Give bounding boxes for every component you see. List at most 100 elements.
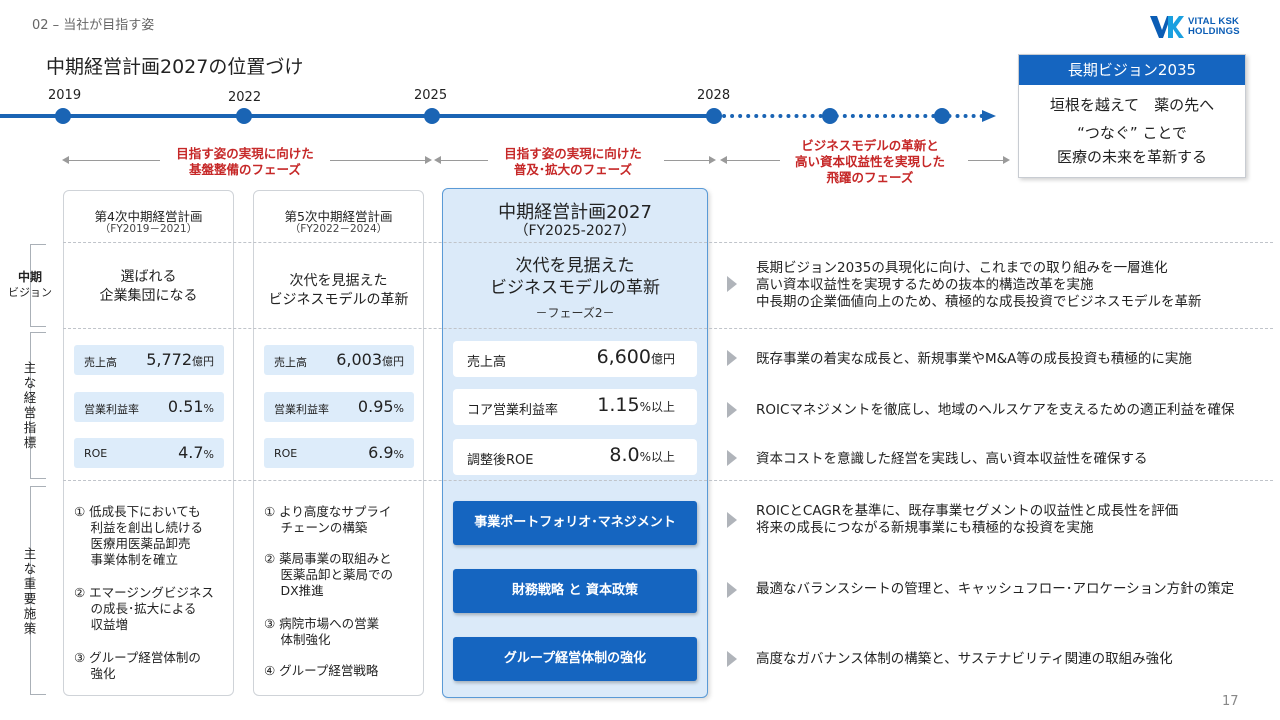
timeline-dot	[424, 108, 440, 124]
plan5-kpi-roe: ROE 6.9%	[264, 438, 414, 468]
plan5-initiative-2: ② 薬局事業の取組みと 医薬品卸と薬局での DX推進	[264, 551, 393, 598]
plan4-title: 第4次中期経営計画	[94, 209, 203, 224]
plan4-kpi-roe: ROE 4.7%	[74, 438, 224, 468]
timeline-dot	[822, 108, 838, 124]
phase-arrow-line	[664, 160, 710, 161]
phase-arrow-line	[968, 160, 1004, 161]
kpi-description-1: 既存事業の着実な成長と、新規事業やM&A等の成長投資も積極的に実施	[756, 351, 1192, 367]
company-logo: VITAL KSK HOLDINGS	[1150, 16, 1250, 38]
triangle-pointer-icon	[727, 402, 737, 418]
row-separator	[63, 480, 1273, 481]
arrow-left-icon	[62, 156, 69, 164]
initiative-description-1: ROICとCAGRを基準に、既存事業セグメントの収益性と成長性を評価将来の成長に…	[756, 503, 1179, 536]
year-2022: 2022	[228, 90, 262, 105]
phase-arrow-line	[726, 160, 780, 161]
group-management-button[interactable]: グループ経営体制の強化	[453, 637, 697, 681]
plan2027-title: 中期経営計画2027	[498, 202, 652, 223]
kpi-value: 6,600億円	[596, 346, 675, 368]
triangle-pointer-icon	[727, 276, 737, 292]
plan4-vision: 選ばれる企業集団になる	[99, 269, 198, 304]
plan5-title: 第5次中期経営計画	[284, 209, 393, 224]
plan2027-kpi-roe: 調整後ROE 8.0%以上	[453, 439, 697, 475]
row-separator	[63, 328, 1273, 329]
kpi-label: 売上高	[467, 355, 507, 370]
timeline-dot	[706, 108, 722, 124]
year-2028: 2028	[697, 88, 731, 103]
kpi-value: 6,003億円	[336, 350, 404, 369]
kpi-value: 1.15%以上	[597, 394, 675, 416]
row-label-initiatives: 主な重要施策	[23, 546, 37, 636]
row-bracket-tick	[30, 694, 46, 695]
row-bracket	[30, 332, 31, 478]
vision-description: 長期ビジョン2035の具現化に向け、これまでの取り組みを一層進化高い資本収益性を…	[756, 260, 1202, 310]
row-bracket-tick	[30, 326, 46, 327]
arrow-right-icon	[709, 156, 716, 164]
initiative-description-3: 高度なガバナンス体制の構築と、サステナビリティ関連の取組み強化	[756, 651, 1173, 667]
kpi-description-2: ROICマネジメントを徹底し、地域のヘルスケアを支えるための適正利益を確保	[756, 402, 1235, 418]
arrow-right-icon	[425, 156, 432, 164]
logo-text: VITAL KSK HOLDINGS	[1188, 16, 1240, 37]
plan2027-vision-phase: －フェーズ2－	[535, 306, 615, 320]
row-bracket-tick	[30, 244, 46, 245]
plan2027-vision: 次代を見据えたビジネスモデルの革新	[490, 256, 660, 298]
kpi-label: 売上高	[84, 356, 117, 369]
plan5-vision: 次代を見据えたビジネスモデルの革新	[268, 273, 409, 308]
row-label-vision: 中期 ビジョン	[8, 270, 52, 299]
kpi-value: 5,772億円	[146, 350, 214, 369]
timeline-line	[0, 114, 714, 118]
triangle-pointer-icon	[727, 651, 737, 667]
plan5-period: （FY2022－2024）	[289, 223, 388, 235]
financial-strategy-button[interactable]: 財務戦略 と 資本政策	[453, 569, 697, 613]
year-2019: 2019	[48, 88, 82, 103]
plan4-kpi-sales: 売上高 5,772億円	[74, 345, 224, 375]
kpi-value: 6.9%	[368, 443, 404, 462]
row-bracket-tick	[30, 486, 46, 487]
kpi-label: 営業利益率	[84, 403, 139, 416]
row-bracket	[30, 244, 31, 326]
plan5-initiative-4: ④ グループ経営戦略	[264, 663, 379, 678]
page-title: 中期経営計画2027の位置づけ	[46, 56, 304, 78]
plan2027-kpi-sales: 売上高 6,600億円	[453, 341, 697, 377]
kpi-value: 0.51%	[167, 397, 214, 416]
arrow-left-icon	[434, 156, 441, 164]
timeline-dotted-line	[714, 114, 984, 118]
vision-box-body: 垣根を越えて 薬の先へ “つなぐ” ことで 医療の未来を革新する	[1049, 96, 1215, 166]
plan4-period: （FY2019－2021）	[99, 223, 198, 235]
phase-arrow-line	[330, 160, 426, 161]
section-label: 02 – 当社が目指す姿	[32, 18, 155, 33]
long-term-vision-box: 長期ビジョン2035 垣根を越えて 薬の先へ “つなぐ” ことで 医療の未来を革…	[1018, 54, 1246, 178]
arrow-left-icon	[720, 156, 727, 164]
kpi-label: ROE	[84, 447, 108, 460]
kpi-value: 8.0%以上	[609, 444, 675, 466]
triangle-pointer-icon	[727, 512, 737, 528]
timeline-arrow-head-icon	[982, 110, 996, 122]
vision-box-title: 長期ビジョン2035	[1019, 55, 1245, 85]
plan5-kpi-sales: 売上高 6,003億円	[264, 345, 414, 375]
kpi-label: 調整後ROE	[467, 453, 534, 468]
business-portfolio-management-button[interactable]: 事業ポートフォリオ･マネジメント	[453, 501, 697, 545]
timeline-dot	[55, 108, 71, 124]
timeline-dot	[236, 108, 252, 124]
plan2027-kpi-margin: コア営業利益率 1.15%以上	[453, 389, 697, 425]
triangle-pointer-icon	[727, 450, 737, 466]
triangle-pointer-icon	[727, 582, 737, 598]
kpi-label: 営業利益率	[274, 403, 329, 416]
phase-label-leap: ビジネスモデルの革新と高い資本収益性を実現した飛躍のフェーズ	[794, 138, 945, 185]
triangle-pointer-icon	[727, 350, 737, 366]
plan4-kpi-margin: 営業利益率 0.51%	[74, 392, 224, 422]
plan4-initiative-2: ② エマージングビジネス の成長･拡大による 収益増	[74, 585, 214, 632]
kpi-description-3: 資本コストを意識した経営を実践し、高い資本収益性を確保する	[756, 451, 1148, 467]
page-number: 17	[1222, 694, 1239, 709]
plan4-initiative-3: ③ グループ経営体制の 強化	[74, 650, 201, 681]
arrow-right-icon	[1003, 156, 1010, 164]
timeline-dot	[934, 108, 950, 124]
phase-arrow-line	[68, 160, 160, 161]
vk-logo-mark-icon	[1150, 16, 1184, 38]
kpi-label: 売上高	[274, 356, 307, 369]
row-separator	[63, 242, 1273, 243]
phase-arrow-line	[440, 160, 488, 161]
plan5-kpi-margin: 営業利益率 0.95%	[264, 392, 414, 422]
initiative-description-2: 最適なバランスシートの管理と、キャッシュフロー･アロケーション方針の策定	[756, 581, 1235, 597]
row-label-kpi: 主な経営指標	[23, 360, 37, 450]
plan5-initiative-1: ① より高度なサプライ チェーンの構築	[264, 504, 392, 535]
